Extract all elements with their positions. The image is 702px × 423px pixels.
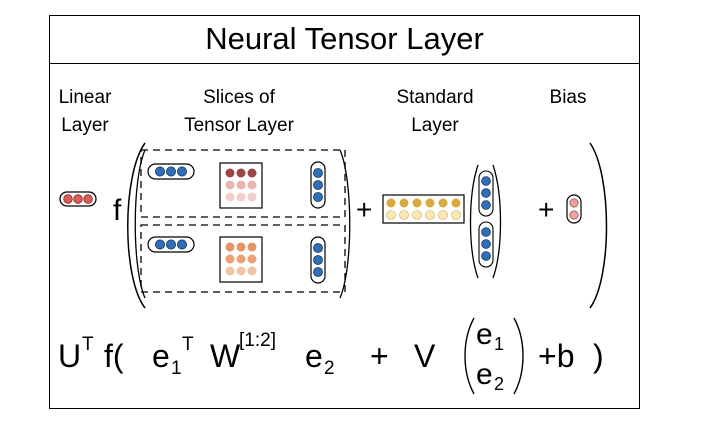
label-linear-line2: Layer <box>61 115 109 136</box>
formula-e1-subscript: 1 <box>171 358 182 379</box>
formula-close-paren: ) <box>593 338 604 374</box>
formula-W-superscript: [1:2] <box>239 330 276 351</box>
label-bias: Bias <box>538 84 598 112</box>
inner-left-paren <box>134 149 146 299</box>
tensor-slice-1 <box>140 149 346 218</box>
standard-layer-matrix <box>382 194 465 224</box>
label-tensor-slices: Slices of Tensor Layer <box>164 84 314 140</box>
diagram-frame <box>49 15 640 409</box>
formula-vector-left-paren <box>464 317 475 395</box>
label-slices-line1: Slices of <box>203 87 275 108</box>
formula-e1: e <box>152 338 170 374</box>
formula-vector-e2: e <box>476 358 493 391</box>
linear-layer-vector <box>59 191 97 207</box>
formula-vector-right-paren <box>513 317 524 395</box>
formula-U-transpose: T <box>82 334 94 355</box>
label-linear-layer: Linear Layer <box>48 84 122 140</box>
formula-plus-b: +b <box>538 338 575 374</box>
label-linear-line1: Linear <box>58 87 112 108</box>
formula-e1-transpose: T <box>182 334 194 355</box>
label-standard-line1: Standard <box>396 87 474 108</box>
outer-left-paren <box>127 142 146 309</box>
symbol-plus-bias: + <box>538 194 555 225</box>
formula-e2: e <box>305 338 323 374</box>
title-text: Neural Tensor Layer <box>205 21 484 56</box>
outer-right-paren <box>589 142 608 309</box>
formula-f-open: f( <box>104 338 124 374</box>
formula-e2-subscript: 2 <box>324 358 335 379</box>
formula-W: W <box>210 338 241 374</box>
inner-right-paren <box>339 149 351 299</box>
label-slices-line2: Tensor Layer <box>184 115 294 136</box>
bias-vector <box>566 194 582 224</box>
formula-plus: + <box>370 338 389 374</box>
formula-vector-e1-subscript: 1 <box>494 334 505 354</box>
diagram-title: Neural Tensor Layer <box>49 15 640 64</box>
label-standard-layer: Standard Layer <box>380 84 490 140</box>
stacked-entity-vector <box>469 164 502 279</box>
formula-vector-e1: e <box>476 318 493 351</box>
symbol-plus-standard: + <box>356 194 373 225</box>
tensor-slice-2 <box>140 224 346 293</box>
symbol-f: f <box>113 194 122 227</box>
label-bias-line1: Bias <box>549 87 587 108</box>
formula-vector-e2-subscript: 2 <box>494 374 505 394</box>
label-standard-line2: Layer <box>411 115 459 136</box>
formula-U: U <box>58 338 82 374</box>
formula-V: V <box>414 338 436 374</box>
